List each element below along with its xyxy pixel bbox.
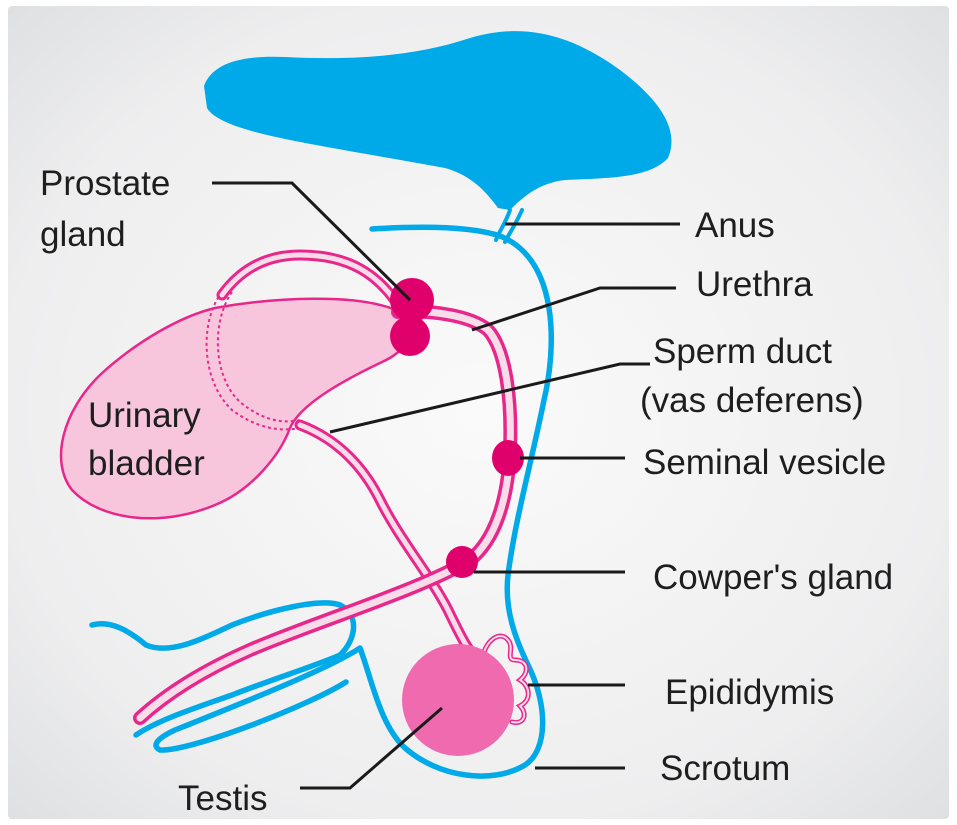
- label-epididymis: Epididymis: [665, 673, 834, 712]
- label-cowpers-gland: Cowper's gland: [653, 558, 893, 597]
- testis: [402, 644, 514, 756]
- label-testis: Testis: [178, 779, 267, 818]
- label-sperm-duct-line2: (vas deferens): [640, 381, 864, 420]
- cowpers-gland: [446, 546, 478, 578]
- label-anus: Anus: [695, 206, 775, 245]
- prostate-gland: [390, 278, 434, 322]
- label-sperm-duct-line1: Sperm duct: [653, 332, 832, 371]
- label-urethra: Urethra: [696, 265, 813, 304]
- label-prostate-line2: gland: [40, 215, 126, 254]
- label-seminal-vesicle: Seminal vesicle: [643, 443, 886, 482]
- label-prostate-line1: Prostate: [40, 164, 170, 203]
- label-bladder-line2: bladder: [88, 444, 205, 483]
- seminal-vesicle: [492, 440, 524, 476]
- label-scrotum: Scrotum: [660, 749, 790, 788]
- label-bladder-line1: Urinary: [88, 396, 201, 435]
